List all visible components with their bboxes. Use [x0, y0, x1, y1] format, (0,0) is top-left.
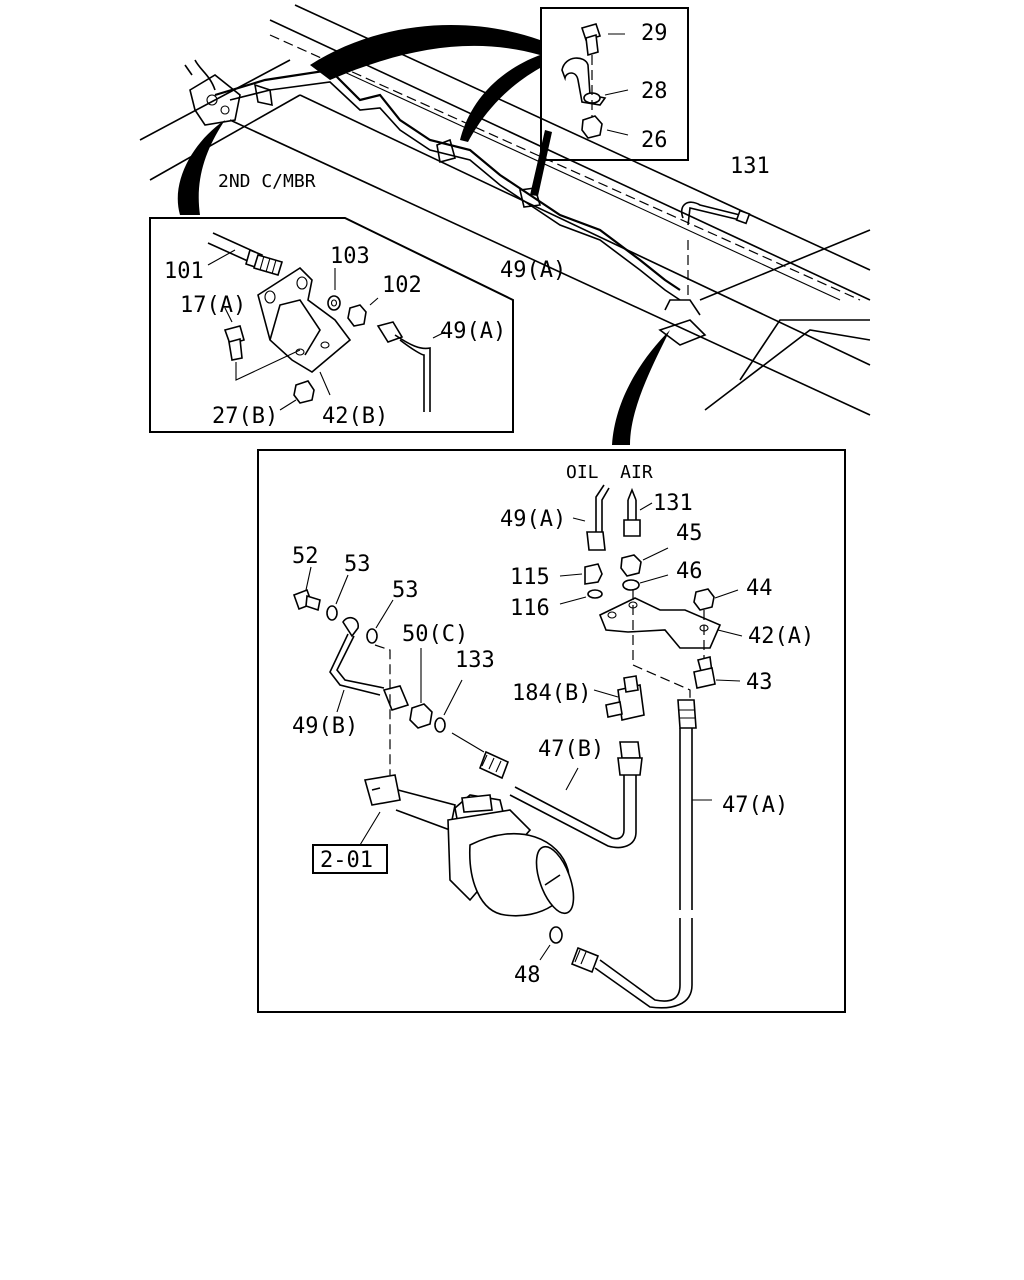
- callout-2-01: 2-01: [320, 848, 373, 873]
- callout-101: 101: [164, 259, 204, 284]
- callout-labels: 29 28 26 131 2ND C/MBR 101 103 102 17(A)…: [164, 21, 814, 988]
- callout-42a: 42(A): [748, 624, 814, 649]
- chassis-frame: [139, 4, 871, 416]
- right-bracket: [658, 201, 751, 346]
- callout-102: 102: [382, 273, 422, 298]
- callout-184b: 184(B): [512, 681, 591, 706]
- callout-42b: 42(B): [322, 404, 388, 429]
- callout-53-a: 53: [344, 552, 371, 577]
- callout-46: 46: [676, 559, 703, 584]
- callout-49b: 49(B): [292, 714, 358, 739]
- callout-47b: 47(B): [538, 737, 604, 762]
- callout-133: 133: [455, 648, 495, 673]
- callout-131-top: 131: [730, 154, 770, 179]
- callout-50c: 50(C): [402, 622, 468, 647]
- callout-115: 115: [510, 565, 550, 590]
- inset-bracket-box: [149, 217, 514, 433]
- callout-52: 52: [292, 544, 319, 569]
- callout-44: 44: [746, 576, 773, 601]
- callout-swooshes: [177, 25, 670, 445]
- callout-49a-main: 49(A): [500, 507, 566, 532]
- left-bracket: [184, 59, 273, 126]
- callout-49a-inset: 49(A): [440, 319, 506, 344]
- inset-clip-box: [540, 7, 689, 161]
- frame-clips: [436, 138, 542, 208]
- label-oil-air: OIL AIR: [566, 462, 653, 483]
- callout-103: 103: [330, 244, 370, 269]
- callout-131-main: 131: [653, 491, 693, 516]
- callout-27b: 27(B): [212, 404, 278, 429]
- callout-28: 28: [641, 79, 668, 104]
- callout-17a: 17(A): [180, 293, 246, 318]
- callout-116: 116: [510, 596, 550, 621]
- callout-45: 45: [676, 521, 703, 546]
- frame-brake-line: [214, 68, 681, 301]
- callout-53-b: 53: [392, 578, 419, 603]
- callout-47a: 47(A): [722, 793, 788, 818]
- callout-49a-mid: 49(A): [500, 258, 566, 283]
- callout-48: 48: [514, 963, 541, 988]
- callout-26: 26: [641, 128, 668, 153]
- label-2nd-cross-member: 2ND C/MBR: [218, 171, 316, 192]
- callout-29: 29: [641, 21, 668, 46]
- callout-43: 43: [746, 670, 773, 695]
- main-assembly-box: [257, 449, 846, 1013]
